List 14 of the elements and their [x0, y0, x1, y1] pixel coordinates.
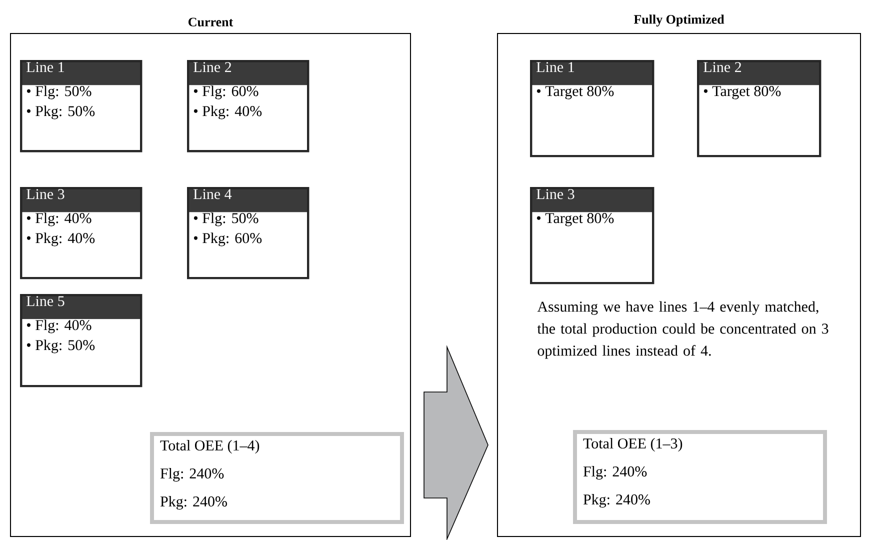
line-card: Line 2 • Flg: 60% • Pkg: 40%	[187, 60, 310, 152]
node-label: Current	[188, 18, 234, 26]
block-arrow	[424, 345, 488, 540]
line-card: Line 5 • Flg: 40% • Pkg: 50%	[20, 294, 142, 388]
line-card: Line 1 • Flg: 50% • Pkg: 50%	[20, 60, 142, 152]
line-card: Line 1 • Target 80%	[530, 60, 654, 158]
total-box: Total OEE (1–4) Flg: 240% Pkg: 240%	[150, 432, 404, 524]
line-card: Line 4 • Flg: 50% • Pkg: 60%	[187, 187, 310, 280]
line-card: Line 3 • Target 80%	[530, 187, 654, 284]
line-card: Line 3 • Flg: 40% • Pkg: 40%	[20, 187, 142, 280]
note-text: Assuming we have lines 1–4 evenly matched, the total production could be concentrated on 3 optimized lines instead of 4.	[537, 301, 828, 359]
node-label: Fully Optimized	[634, 14, 724, 26]
total-box: Total OEE (1–3) Flg: 240% Pkg: 240%	[573, 430, 827, 524]
line-card: Line 2 • Target 80%	[697, 60, 822, 158]
